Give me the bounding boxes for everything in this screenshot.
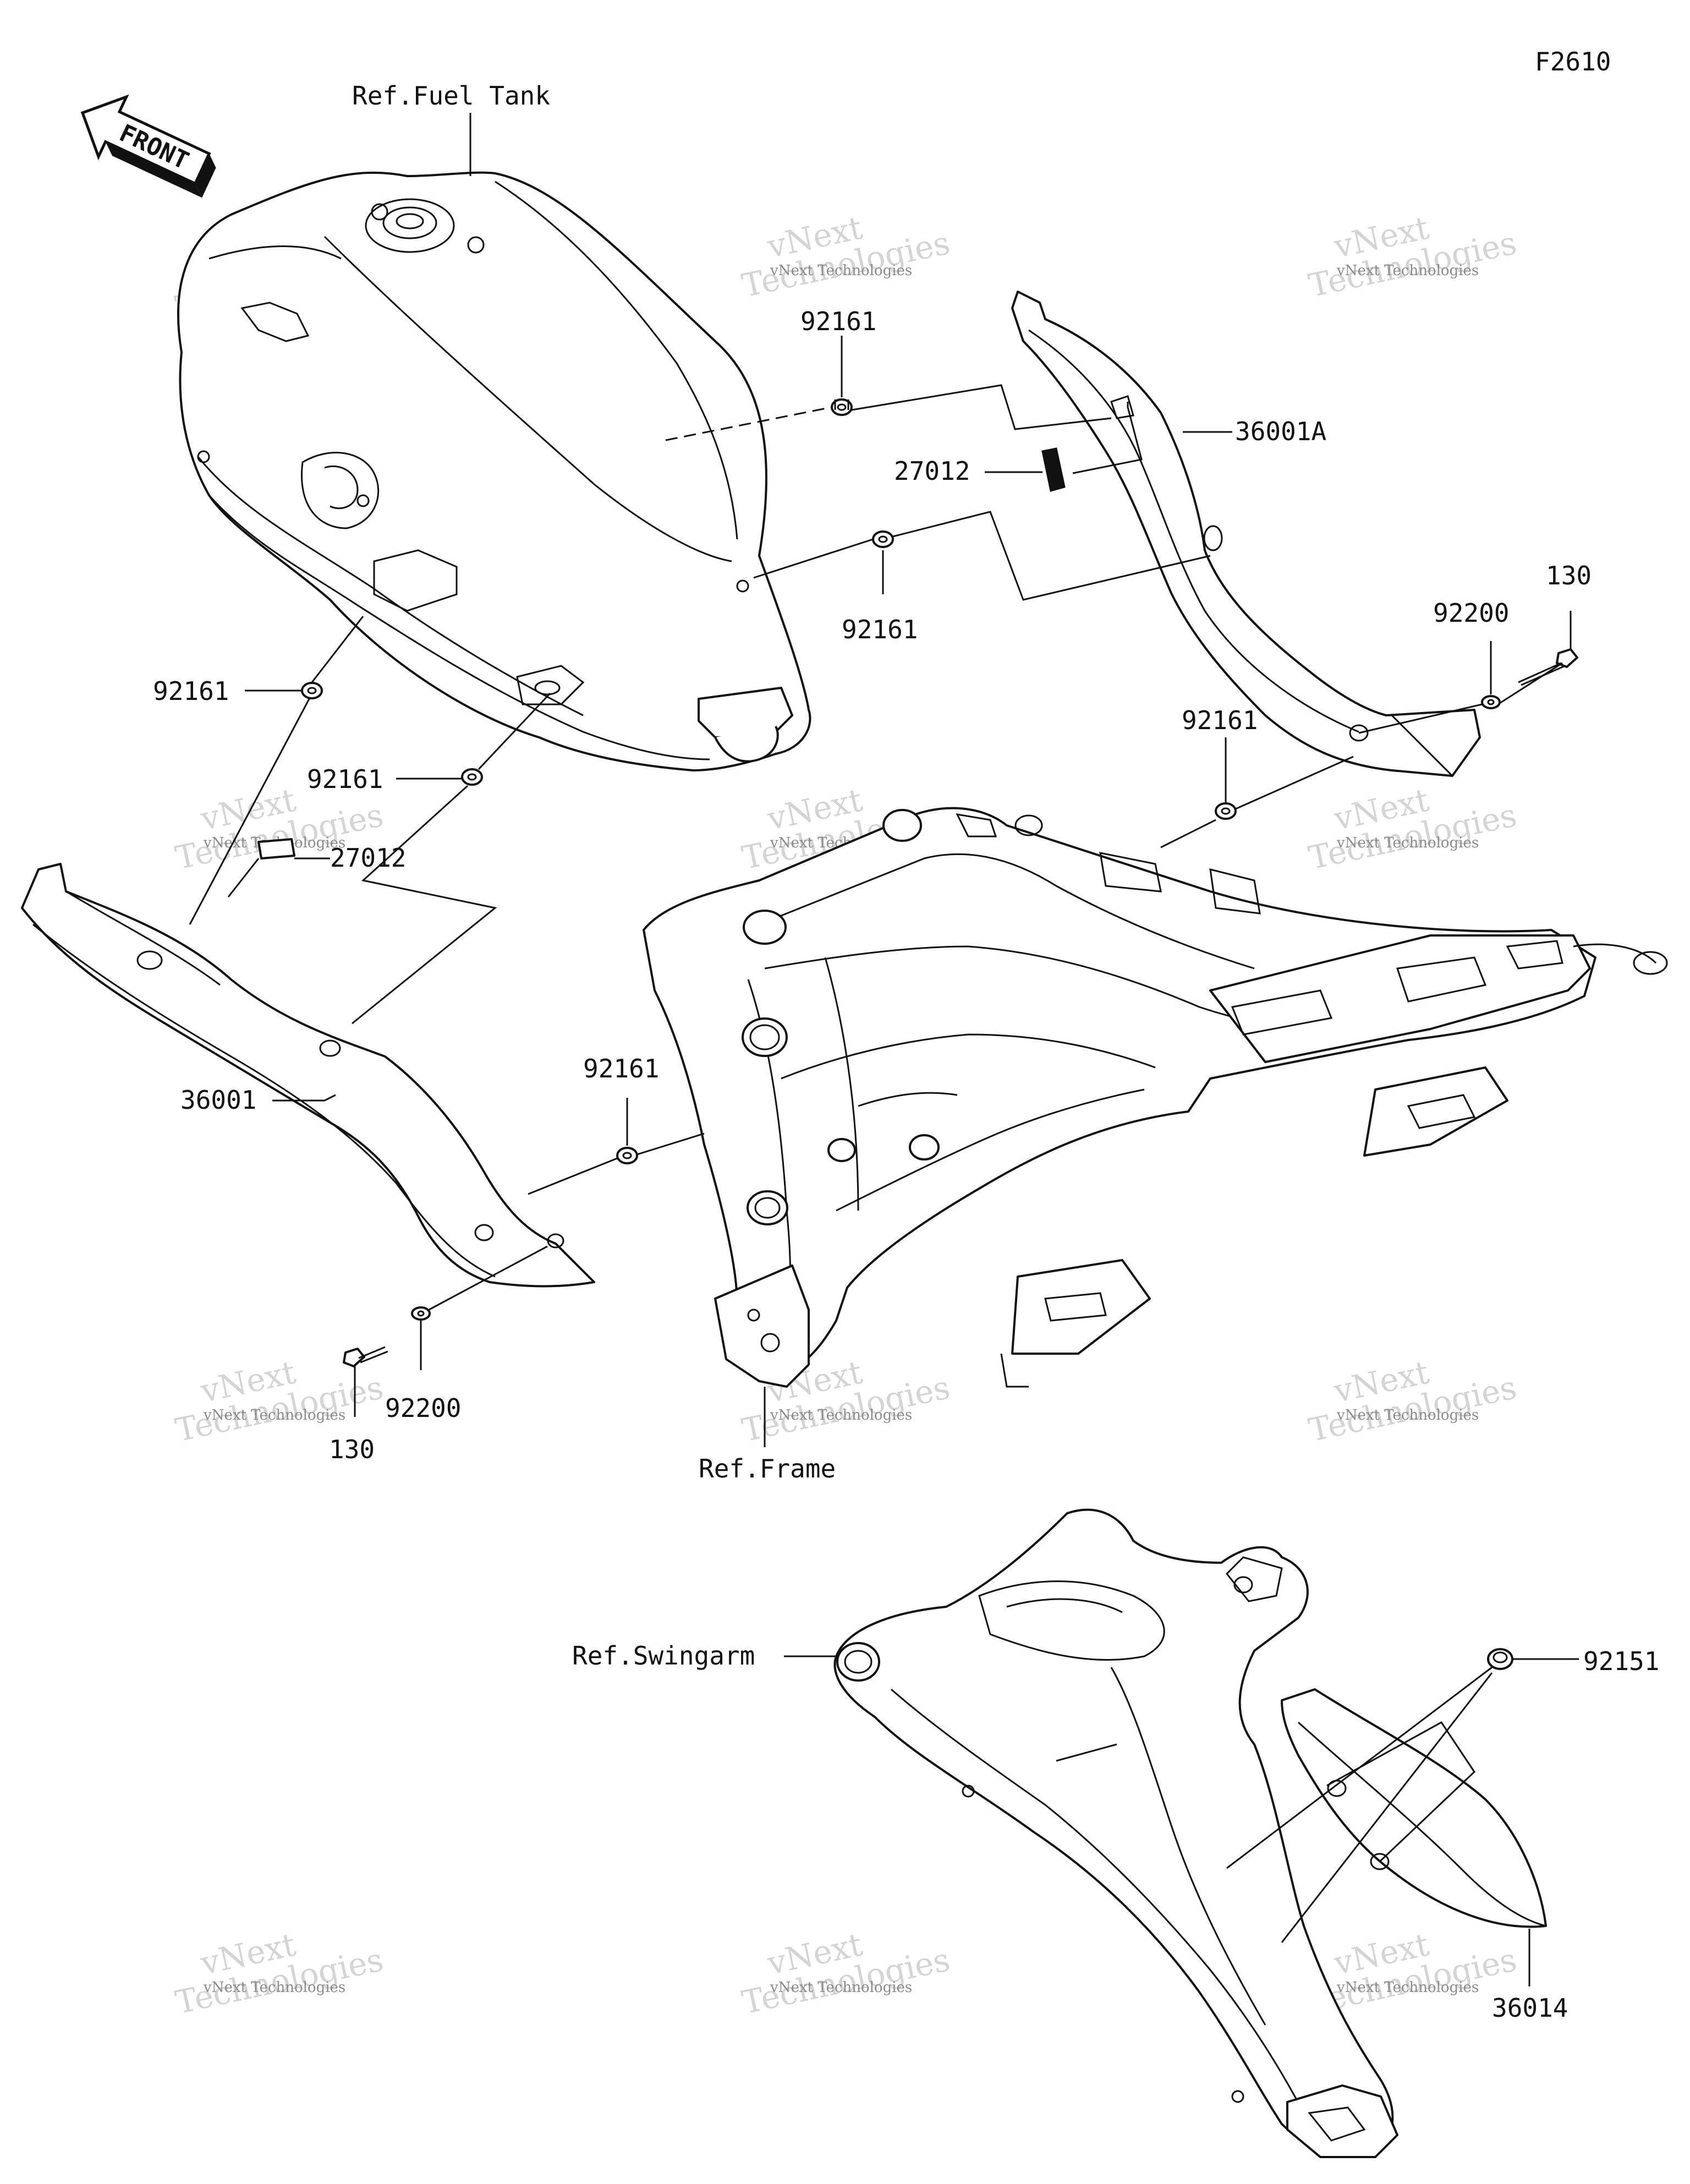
watermark: vNext Technologies vNext Technologies — [739, 209, 953, 304]
svg-text:vNext Technologies: vNext Technologies — [770, 1407, 912, 1424]
bolt-icon — [343, 1346, 388, 1367]
side-cover-36001-illustration — [21, 863, 595, 1288]
part-label-36001: 36001 — [180, 1085, 256, 1115]
part-label-92161: 92161 — [307, 764, 383, 794]
swingarm-illustration — [833, 1508, 1398, 2158]
washer-icon — [1481, 695, 1501, 709]
chain-cover-36014-illustration — [1281, 1688, 1547, 1928]
svg-text:vNext Technologies: vNext Technologies — [1336, 835, 1479, 851]
grommet-icon — [461, 768, 483, 786]
part-label-36001A: 36001A — [1235, 417, 1326, 446]
ref-fuel-tank-label: Ref.Fuel Tank — [352, 81, 550, 111]
watermark: vNext Technologies vNext Technologies — [1305, 781, 1520, 877]
part-label-92161: 92161 — [583, 1054, 659, 1083]
grommet-icon — [616, 1147, 638, 1164]
part-label-130: 130 — [329, 1435, 375, 1464]
part-label-27012: 27012 — [894, 456, 970, 486]
watermark: vNext Technologies vNext Technologies — [1305, 1353, 1520, 1449]
part-label-92161: 92161 — [800, 306, 876, 336]
label-plate-icon — [1041, 447, 1066, 492]
svg-text:vNext Technologies: vNext Technologies — [770, 1979, 912, 1996]
part-label-27012: 27012 — [330, 843, 406, 873]
front-arrow-icon: FRONT — [80, 94, 216, 198]
part-labels: 92161 36001A 27012 130 92161 92200 92161… — [153, 306, 1659, 2023]
svg-text:vNext Technologies: vNext Technologies — [203, 1407, 345, 1424]
ref-frame-label: Ref.Frame — [699, 1454, 836, 1484]
fuel-tank-illustration — [177, 171, 811, 771]
svg-text:vNext Technologies: vNext Technologies — [1336, 1979, 1479, 1996]
grommet-icon — [301, 682, 323, 699]
label-plate-icon — [257, 838, 295, 860]
svg-text:vNext Technologies: vNext Technologies — [203, 1979, 345, 1996]
washer-icon — [411, 1306, 431, 1321]
part-label-92200: 92200 — [1433, 598, 1509, 628]
small-parts — [257, 398, 1578, 1670]
screw-icon — [1487, 1648, 1513, 1670]
svg-text:vNext Technologies: vNext Technologies — [1336, 262, 1479, 279]
figure-id: F2610 — [1535, 47, 1611, 76]
frame-illustration — [643, 807, 1668, 1388]
part-label-92161: 92161 — [1182, 705, 1258, 735]
watermark: vNext Technologies vNext Technologies — [172, 1925, 387, 2021]
part-label-92161: 92161 — [842, 615, 918, 644]
part-label-130: 130 — [1546, 561, 1592, 590]
leader-lines — [189, 336, 1579, 1986]
side-cover-36001A-illustration — [1011, 291, 1481, 777]
bolt-icon — [1518, 648, 1578, 686]
part-label-92151: 92151 — [1583, 1646, 1659, 1676]
part-label-92200: 92200 — [385, 1393, 461, 1423]
svg-text:vNext Technologies: vNext Technologies — [770, 262, 912, 279]
part-label-92161: 92161 — [153, 676, 229, 706]
ref-swingarm-label: Ref.Swingarm — [572, 1641, 755, 1671]
grommet-icon — [1215, 802, 1237, 820]
watermark: vNext Technologies vNext Technologies — [739, 1925, 953, 2021]
grommet-icon — [872, 530, 894, 548]
part-label-36014: 36014 — [1492, 1993, 1568, 2023]
svg-text:vNext Technologies: vNext Technologies — [1336, 1407, 1479, 1424]
grommet-icon — [831, 398, 853, 416]
watermark: vNext Technologies vNext Technologies — [1305, 209, 1520, 304]
